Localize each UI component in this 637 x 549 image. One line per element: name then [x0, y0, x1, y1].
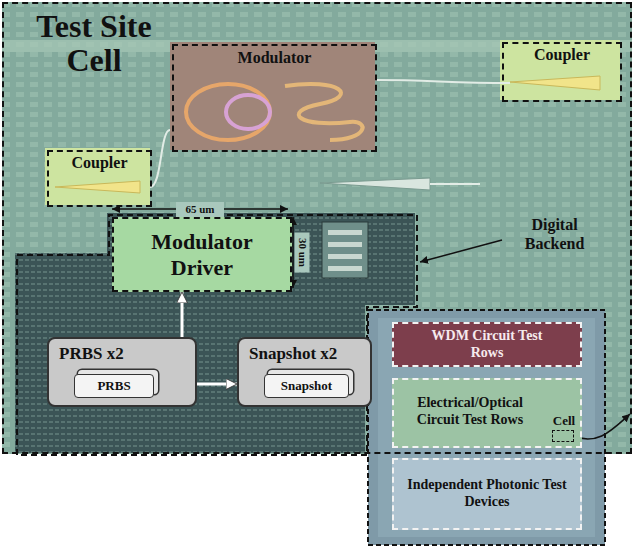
grating-taper — [510, 76, 600, 90]
node-label: Digital Backend — [507, 215, 602, 253]
ring-resonator — [226, 95, 270, 129]
node-label: Coupler — [49, 154, 150, 172]
node-label: Electrical/Optical Circuit Test Rows — [400, 395, 540, 429]
driver-box: Modulator Driver — [112, 217, 292, 292]
test-circuit — [328, 266, 362, 271]
test-circuit — [328, 230, 362, 235]
test-row-band: CellElectrical/Optical Circuit Test Rows — [392, 378, 582, 448]
prbs-block: PRBS — [74, 374, 154, 398]
node-label: Test Site Cell — [14, 10, 174, 77]
phase-shifter — [285, 84, 363, 140]
waveguide-taper — [320, 178, 430, 190]
region-outline — [17, 215, 417, 455]
region-outline — [17, 207, 417, 457]
coupler-area — [500, 40, 620, 100]
waveguide — [430, 183, 480, 185]
node-label: Independent Photonic Test Devices — [402, 477, 572, 511]
node-label: Snapshot x2 — [249, 344, 337, 364]
node-label: Modulator — [174, 49, 375, 67]
signal-arrow — [197, 383, 237, 386]
die-core — [378, 318, 595, 537]
test-row-band: WDM Circuit Test Rows — [392, 322, 582, 367]
waveguide — [375, 80, 510, 83]
test-circuit — [328, 242, 362, 247]
node-label: WDM Circuit Test Rows — [417, 328, 557, 362]
capture-group: Snapshot Snapshot x2 — [237, 337, 372, 407]
node-label: Coupler — [504, 46, 620, 64]
test-circuit — [322, 222, 368, 278]
generator-group: PRBS PRBS x2 — [47, 337, 197, 407]
waveguide — [150, 130, 170, 187]
chip-ground — [2, 2, 632, 454]
modulator-box: Modulator — [172, 44, 377, 152]
modulator-area — [170, 42, 375, 150]
coupler-box: Coupler — [47, 150, 152, 207]
coupler-box: Coupler — [502, 42, 622, 102]
node-label: Snapshot — [281, 378, 332, 394]
die-photo — [368, 310, 605, 545]
grating-taper — [55, 181, 140, 193]
node-label: Cell — [544, 413, 584, 429]
signal-arrow — [181, 292, 184, 337]
logic-area — [15, 213, 415, 453]
test-circuit — [328, 254, 362, 259]
dimension-label: 65 um — [176, 202, 224, 217]
node-label: Modulator Driver — [137, 229, 267, 280]
node-label: PRBS x2 — [59, 344, 124, 364]
node-label: PRBS — [97, 378, 130, 394]
dimension-label: 30 um — [295, 233, 310, 273]
ring-resonator — [186, 84, 270, 140]
cell-marker: Cell — [552, 430, 574, 442]
coupler-area — [45, 148, 150, 205]
leader-line — [420, 240, 502, 262]
device-band: Independent Photonic Test Devices — [392, 458, 582, 530]
snapshot-block: Snapshot — [264, 374, 349, 398]
backend-region: PRBSPRBS x2SnapshotSnapshot x2Digital Ba… — [17, 207, 417, 457]
